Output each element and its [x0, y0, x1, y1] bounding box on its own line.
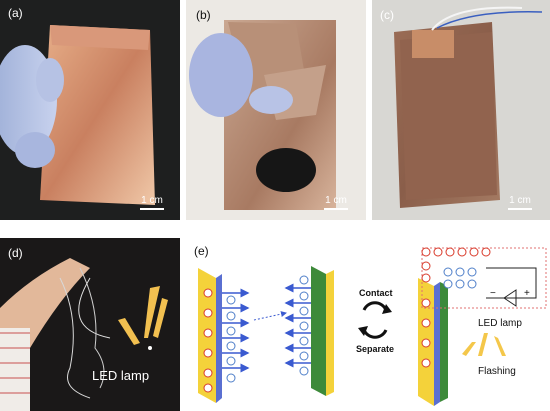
svg-text:−: −: [490, 288, 496, 299]
panel-c-photo: (c) 1 cm: [372, 0, 550, 220]
copper-foil-photo-c: [394, 6, 543, 208]
scale-bar-b-line: [324, 208, 348, 210]
assembled-device: − +: [418, 247, 547, 406]
contact-label: Contact: [359, 288, 393, 298]
cycle-arrow-top: [362, 301, 388, 311]
cycle-arrow-bottom: [362, 329, 388, 339]
copper-foil-photo-a: [0, 25, 155, 205]
led-lamp-caption: LED lamp: [92, 368, 150, 383]
working-mechanism-diagram: Contact Separate − +: [198, 247, 547, 406]
panel-b-photo: (b) 1 cm: [186, 0, 366, 220]
scale-bar-c-text: 1 cm: [509, 195, 531, 206]
led-lamp-photo: [0, 258, 168, 411]
left-layer: [198, 268, 250, 403]
panel-c-label: (c): [380, 8, 394, 22]
separate-label: Separate: [356, 344, 394, 354]
scale-bar-a: 1 cm: [132, 195, 172, 210]
led-lamp-label: LED lamp: [478, 318, 522, 329]
scale-bar-b: 1 cm: [316, 195, 356, 210]
scale-bar-a-line: [140, 208, 164, 210]
flashing-label: Flashing: [478, 366, 516, 377]
scale-bar-b-text: 1 cm: [325, 195, 347, 206]
panel-a-photo: (a) 1 cm: [0, 0, 180, 220]
flashing-rays: [462, 333, 506, 356]
panel-d-label: (d): [8, 246, 23, 260]
scale-bar-a-text: 1 cm: [141, 195, 163, 206]
panel-b-label: (b): [196, 8, 211, 22]
panel-a-label: (a): [8, 6, 23, 20]
separation-arrow: [253, 311, 287, 321]
panel-d-photo: (d) LED lamp: [0, 238, 180, 411]
svg-text:+: +: [524, 288, 530, 299]
scale-bar-c-line: [508, 208, 532, 210]
panel-e-label: (e): [194, 244, 209, 258]
panel-e-diagram: (e): [186, 238, 550, 411]
middle-layer: [284, 266, 334, 396]
scale-bar-c: 1 cm: [500, 195, 540, 210]
copper-foil-photo-b: [189, 20, 336, 210]
